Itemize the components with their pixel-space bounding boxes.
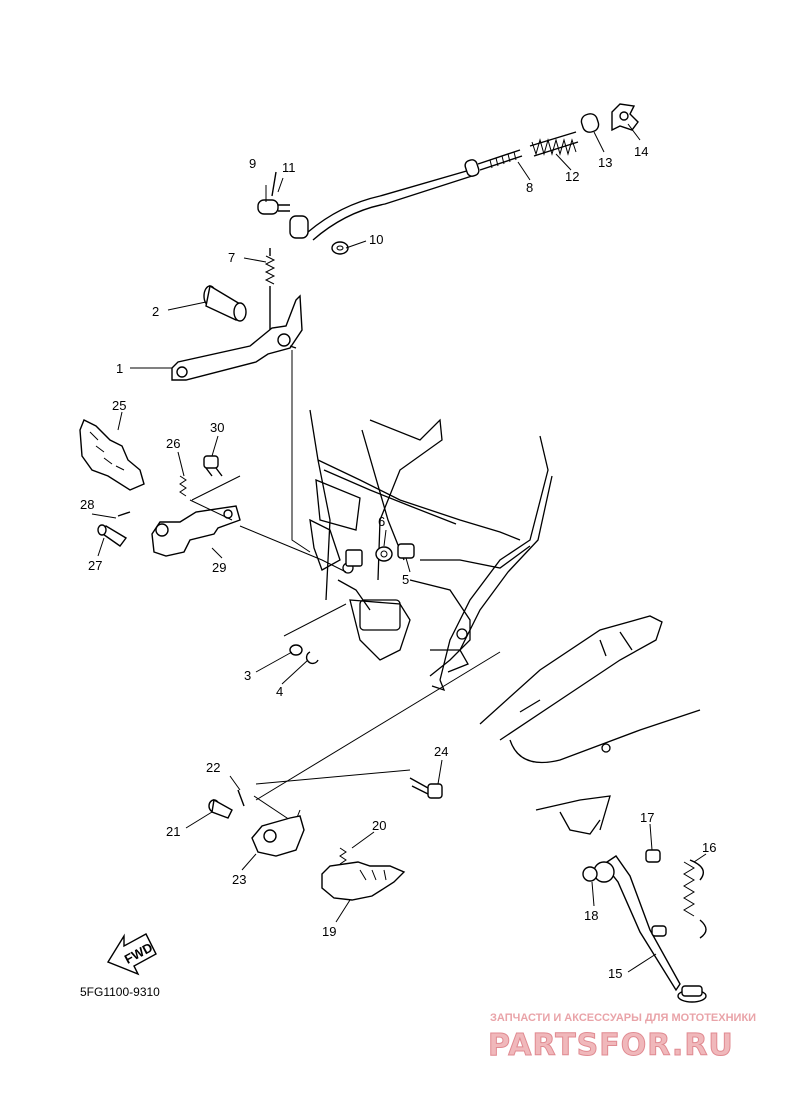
callout-2: 2 xyxy=(152,304,159,319)
callout-7: 7 xyxy=(228,250,235,265)
callout-6: 6 xyxy=(378,514,385,529)
footrest-assembly xyxy=(79,419,415,665)
right-footrest-assembly xyxy=(208,651,501,901)
callout-25: 25 xyxy=(112,398,126,413)
motorcycle-frame xyxy=(309,409,701,835)
callout-15: 15 xyxy=(608,966,622,981)
callout-22: 22 xyxy=(206,760,220,775)
callout-11: 11 xyxy=(282,160,296,175)
callout-30: 30 xyxy=(210,420,224,435)
callout-10: 10 xyxy=(369,232,383,247)
callout-1: 1 xyxy=(116,361,123,376)
callout-29: 29 xyxy=(212,560,226,575)
callout-24: 24 xyxy=(434,744,448,759)
callout-4: 4 xyxy=(276,684,283,699)
callout-27: 27 xyxy=(88,558,102,573)
callout-12: 12 xyxy=(565,169,579,184)
brake-cable-assembly xyxy=(257,103,639,255)
diagram-code: 5FG1100-9310 xyxy=(80,985,160,999)
callout-17: 17 xyxy=(640,810,654,825)
callout-21: 21 xyxy=(166,824,180,839)
callout-numbers: 1 2 3 4 5 6 7 8 9 10 11 12 13 14 15 16 1… xyxy=(80,144,716,981)
callout-3: 3 xyxy=(244,668,251,683)
callout-28: 28 xyxy=(80,497,94,512)
sidestand-assembly xyxy=(582,849,707,1003)
callout-9: 9 xyxy=(249,156,256,171)
callout-5: 5 xyxy=(402,572,409,587)
callout-26: 26 xyxy=(166,436,180,451)
callout-19: 19 xyxy=(322,924,336,939)
callout-14: 14 xyxy=(634,144,648,159)
watermark-tagline: ЗАПЧАСТИ И АКСЕССУАРЫ ДЛЯ МОТОТЕХНИКИ xyxy=(490,1012,756,1024)
callout-18: 18 xyxy=(584,908,598,923)
fwd-direction-arrow xyxy=(106,933,157,976)
watermark-brand: PARTSFOR.RU xyxy=(488,1028,734,1063)
callout-23: 23 xyxy=(232,872,246,887)
callout-20: 20 xyxy=(372,818,386,833)
callout-8: 8 xyxy=(526,180,533,195)
callout-leaders xyxy=(91,123,707,973)
callout-16: 16 xyxy=(702,840,716,855)
callout-13: 13 xyxy=(598,155,612,170)
brake-pedal-assembly xyxy=(171,248,311,553)
